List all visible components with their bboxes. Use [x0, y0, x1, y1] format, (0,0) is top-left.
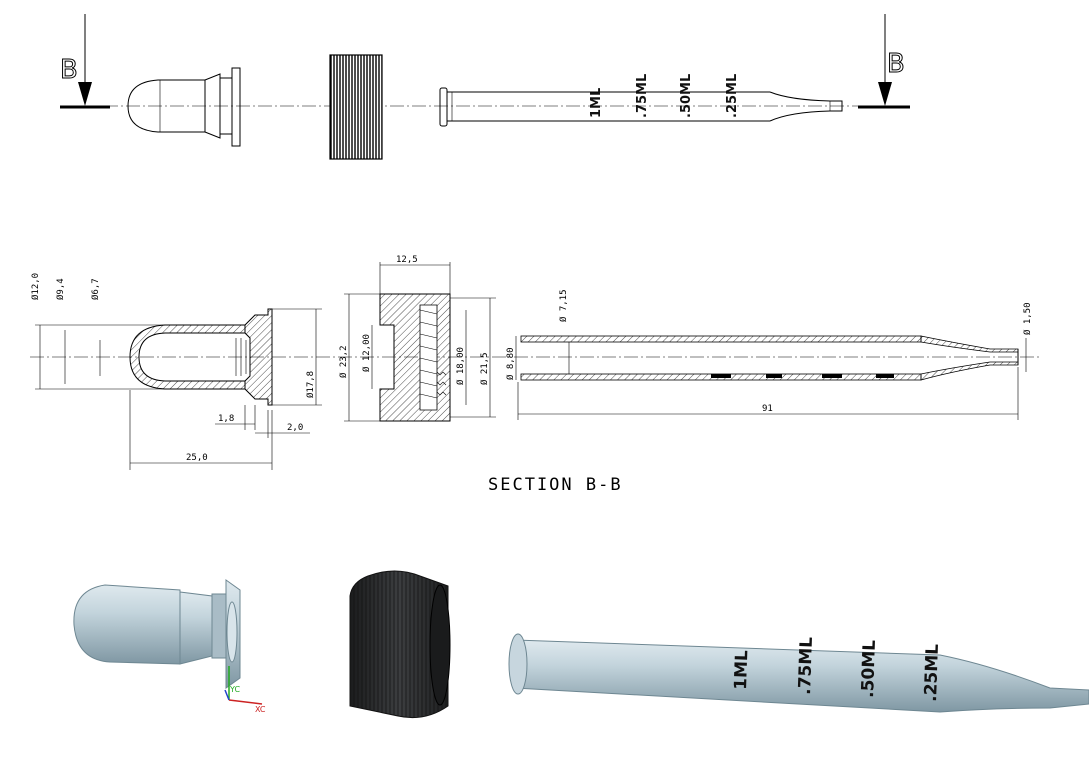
- tube-grad-3d-1: 1ML: [731, 650, 752, 690]
- bulb-section: Ø12,0 Ø9,4 Ø6,7 Ø17,8 1,8 2,0 25,0: [30, 273, 322, 470]
- section-marker-left: B: [60, 14, 110, 109]
- bulb-3d: [73, 579, 241, 689]
- dim-cap-d232: Ø 23,2: [338, 345, 349, 378]
- cap-section: 12,5 Ø 23,2 Ø 12,00 Ø 18,00 Ø 21,5: [338, 255, 496, 422]
- dim-tube-d880: Ø 8,80: [505, 347, 516, 380]
- axis-label-xc: XC: [255, 705, 266, 714]
- axis-triad: YC XC: [224, 666, 266, 714]
- tube-grad-3d-3: .50ML: [858, 639, 880, 698]
- axis-label-yc: YC: [229, 685, 240, 694]
- tube-grad-top-3: .50ML: [679, 74, 694, 118]
- section-view: Ø12,0 Ø9,4 Ø6,7 Ø17,8 1,8 2,0 25,0: [30, 255, 1040, 495]
- dim-bulb-d67: Ø6,7: [90, 278, 101, 300]
- tube-section: Ø 7,15 Ø 8,80 Ø 1,50 91: [505, 289, 1033, 420]
- dim-tube-d150: Ø 1,50: [1022, 302, 1033, 335]
- top-view: B B 1ML .75ML .50M: [60, 14, 910, 160]
- tube-grad-top-2: .75ML: [635, 74, 650, 118]
- section-letter-left: B: [60, 55, 78, 85]
- dim-tube-len91: 91: [762, 404, 773, 414]
- dim-bulb-w20: 2,0: [287, 423, 303, 433]
- dim-bulb-d94: Ø9,4: [55, 278, 66, 300]
- dim-cap-w125: 12,5: [396, 255, 418, 265]
- tube-grad-top-1: 1ML: [589, 88, 604, 118]
- cap-top-view: [329, 54, 383, 160]
- dim-bulb-d12: Ø12,0: [30, 273, 41, 300]
- dim-bulb-len25: 25,0: [186, 453, 208, 463]
- section-title: SECTION B-B: [488, 475, 623, 495]
- dim-bulb-w18: 1,8: [218, 414, 234, 424]
- dim-tube-d715: Ø 7,15: [558, 289, 569, 322]
- dim-cap-d120: Ø 12,00: [361, 334, 372, 372]
- tube-grad-3d-4: .25ML: [921, 643, 943, 702]
- render-view: YC XC 1ML .75ML .50ML .25ML: [73, 570, 1089, 719]
- tube-3d: 1ML .75ML .50ML .25ML: [508, 633, 1089, 713]
- tube-grad-3d-2: .75ML: [795, 636, 817, 695]
- dim-bulb-d178: Ø17,8: [305, 371, 316, 398]
- section-marker-right: B: [858, 14, 910, 109]
- bulb-top-view: [127, 67, 241, 147]
- tube-grad-top-4: .25ML: [725, 74, 740, 118]
- dim-cap-d180: Ø 18,00: [455, 347, 466, 385]
- tube-top-view: 1ML .75ML .50ML .25ML: [439, 74, 843, 127]
- section-letter-right: B: [887, 49, 905, 79]
- cap-3d: [349, 570, 451, 719]
- dim-cap-d215: Ø 21,5: [479, 352, 490, 385]
